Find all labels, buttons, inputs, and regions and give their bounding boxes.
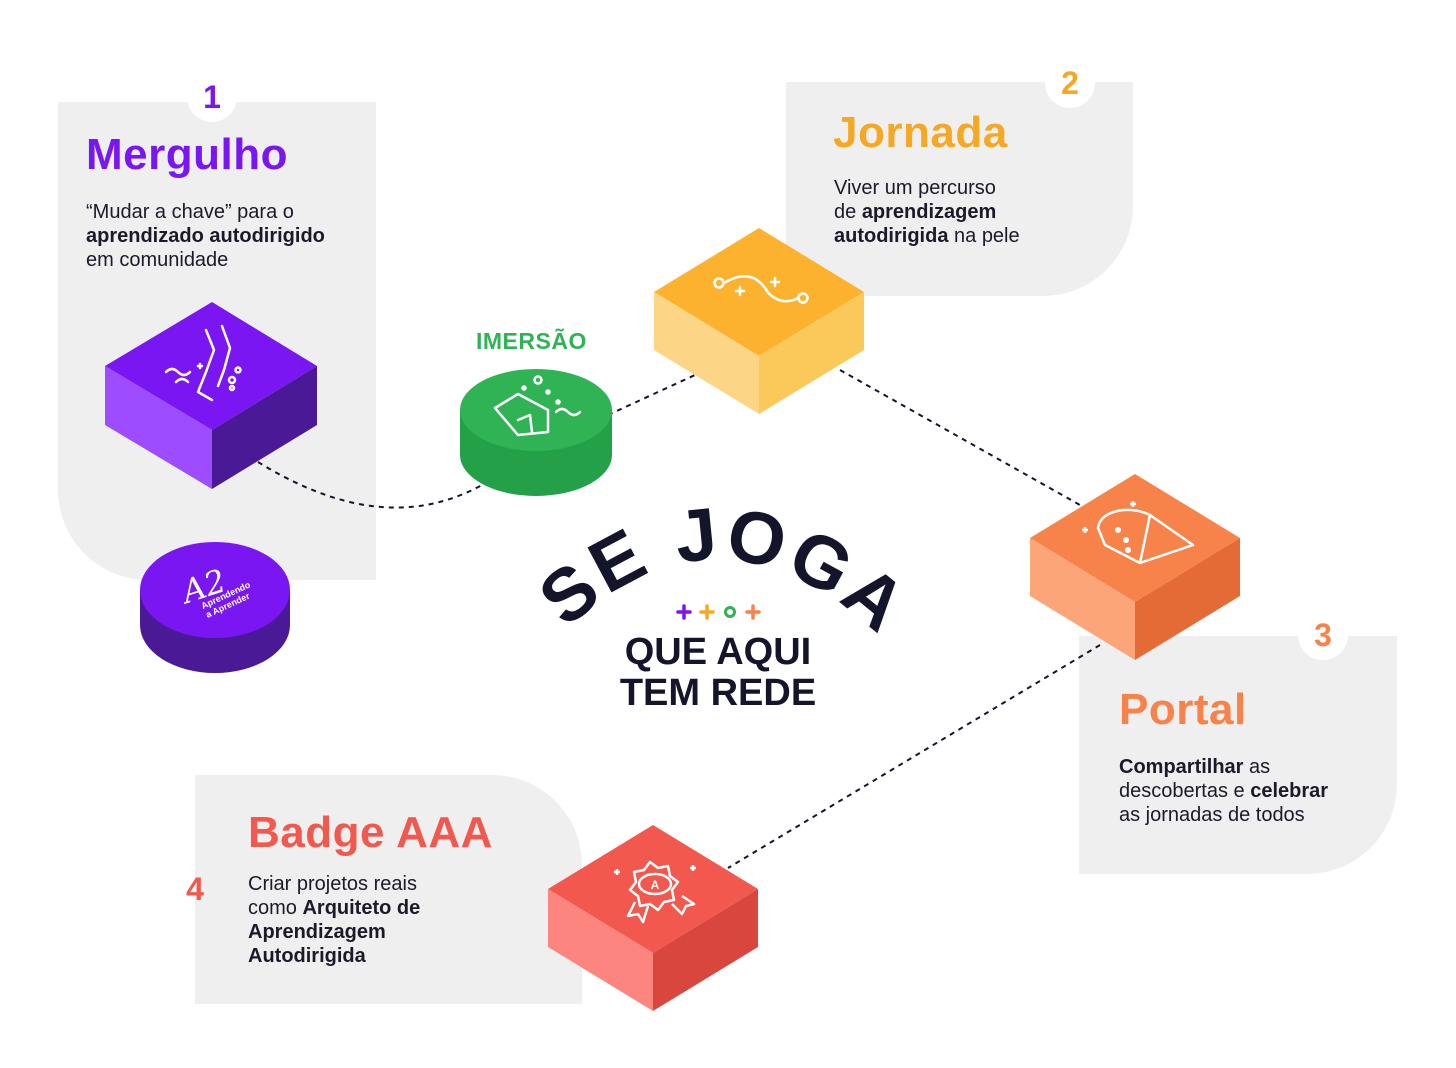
tent-icon — [493, 375, 582, 437]
badge-ribbon-icon — [614, 860, 696, 924]
step-desc-mergulho: “Mudar a chave” para o aprendizado autod… — [86, 201, 325, 271]
cube-portal — [1030, 474, 1240, 660]
step-number-1: 1 — [187, 72, 237, 122]
cube-badge: A — [548, 825, 758, 1011]
card-portal — [1079, 636, 1397, 874]
step-title-portal: Portal — [1119, 685, 1247, 734]
immersion-label: IMERSÃO — [476, 328, 587, 354]
cube-mergulho — [105, 302, 317, 489]
card-jornada — [786, 82, 1133, 296]
step-desc-badge: Criar projetos reais como Arquiteto de A… — [248, 873, 421, 967]
connector-imersao-jornada — [607, 374, 696, 416]
diver-icon — [164, 324, 242, 402]
step-desc-jornada: Viver um percurso de aprendizagem autodi… — [834, 177, 1020, 247]
connector-mergulho-imersao — [257, 461, 483, 509]
connector-lines — [257, 369, 1101, 869]
portal-icon — [1082, 501, 1195, 565]
connector-jornada-portal — [839, 369, 1081, 506]
center-line-1: QUE AQUI — [624, 631, 812, 673]
step-title-mergulho: Mergulho — [86, 130, 288, 179]
step-desc-portal: Compartilhar as descobertas e celebrar a… — [1119, 756, 1329, 826]
step-title-jornada: Jornada — [833, 108, 1008, 157]
step-number-4: 4 — [186, 870, 204, 907]
path-icon — [713, 274, 809, 304]
step-number-2: 2 — [1045, 58, 1095, 108]
cube-jornada — [654, 228, 864, 414]
center-line-2: TEM REDE — [619, 672, 817, 714]
svg-text:A: A — [651, 878, 660, 892]
step-number-3: 3 — [1298, 610, 1348, 660]
connector-portal-badge — [727, 644, 1101, 869]
card-badge — [195, 775, 582, 1004]
step-title-badge: Badge AAA — [248, 808, 493, 857]
center-dots — [676, 604, 761, 620]
center-arc-title: SE JOGA — [523, 491, 924, 649]
a2-logo: A2 Aprendendo a Aprender — [140, 542, 290, 673]
cylinder-imersao — [460, 369, 612, 496]
